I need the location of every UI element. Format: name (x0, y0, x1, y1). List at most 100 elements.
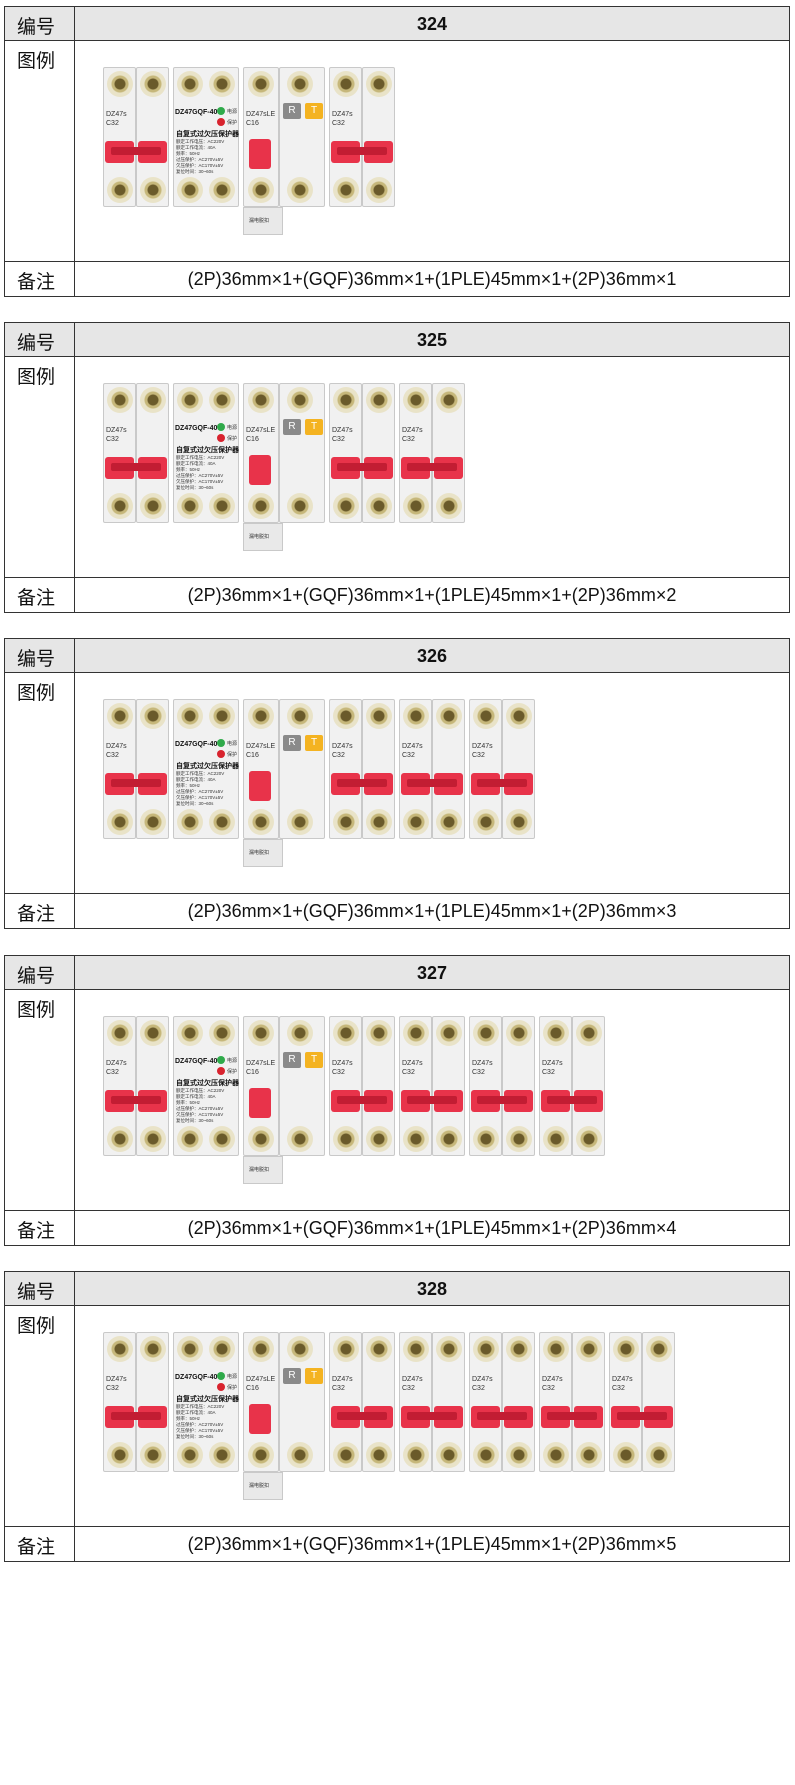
breaker-label: DZ47s (332, 1376, 353, 1383)
terminal-screw-icon (248, 71, 274, 97)
gqf-name: 自复式过欠压保护器 (176, 131, 239, 138)
terminal-screw-icon (107, 1126, 133, 1152)
power-label: 电源 (227, 1058, 238, 1064)
terminal-screw-icon (403, 1020, 429, 1046)
terminal-screw-icon (209, 387, 235, 413)
terminal-screw-icon (543, 1020, 569, 1046)
terminal-screw-icon (333, 1336, 359, 1362)
terminal-screw-icon (140, 387, 166, 413)
gqf-spec-line: 额定工作电压：AC220V (176, 1404, 225, 1409)
terminal-screw-icon (403, 387, 429, 413)
remark-label-cell: 备注 (5, 578, 75, 612)
ple-tail-label: 漏电脱扣 (249, 1167, 270, 1173)
protect-label: 保护 (227, 1069, 238, 1075)
ple-label: DZ47sLE (246, 1376, 276, 1383)
terminal-screw-icon (177, 71, 203, 97)
terminal-screw-icon (140, 177, 166, 203)
ple-tail-label: 漏电脱扣 (249, 534, 270, 540)
protect-label: 保护 (227, 436, 238, 442)
terminal-screw-icon (543, 1126, 569, 1152)
item-number: 324 (416, 14, 448, 34)
protect-led-icon (217, 434, 225, 442)
ple-label: DZ47sLE (246, 743, 276, 750)
breaker-rating: C32 (332, 120, 345, 127)
power-led-icon (217, 423, 225, 431)
remark-row: 备注(2P)36mm×1+(GQF)36mm×1+(1PLE)45mm×1+(2… (5, 1210, 789, 1245)
terminal-screw-icon (287, 809, 313, 835)
remark-label: 备注 (17, 272, 56, 293)
gqf-model: DZ47GQF-40 (175, 1058, 218, 1065)
terminal-screw-icon (209, 809, 235, 835)
terminal-screw-icon (436, 703, 462, 729)
gqf-spec-line: 复位时间：30~60s (176, 801, 214, 806)
terminal-screw-icon (287, 493, 313, 519)
ple-label: DZ47sLE (246, 1060, 276, 1067)
terminal-screw-icon (177, 1336, 203, 1362)
terminal-screw-icon (209, 1126, 235, 1152)
gqf-spec-line: 欠压保护：AC170V±5V (176, 163, 224, 168)
terminal-screw-icon (543, 1336, 569, 1362)
terminal-screw-icon (333, 809, 359, 835)
legend-label-cell: 图例 (5, 990, 75, 1211)
number-label: 编号 (17, 17, 56, 38)
terminal-screw-icon (287, 177, 313, 203)
breaker-rating: C32 (612, 1385, 625, 1392)
breaker-rating: C32 (332, 1385, 345, 1392)
handle-bar (617, 1412, 667, 1420)
handle-bar (337, 1096, 387, 1104)
terminal-screw-icon (177, 1020, 203, 1046)
gqf-spec-line: 欠压保护：AC170V±5V (176, 795, 224, 800)
breaker-rating: C32 (106, 1385, 119, 1392)
terminal-screw-icon (576, 1126, 602, 1152)
protect-led-icon (217, 1383, 225, 1391)
terminal-screw-icon (140, 1336, 166, 1362)
terminal-screw-icon (287, 71, 313, 97)
breaker-label: DZ47s (472, 1060, 493, 1067)
breaker-rating: C32 (542, 1069, 555, 1076)
gqf-spec-line: 频率：50Hz (176, 1100, 201, 1105)
terminal-screw-icon (248, 177, 274, 203)
ple-tail (243, 839, 283, 867)
ple-handle (249, 139, 271, 169)
terminal-screw-icon (403, 809, 429, 835)
terminal-screw-icon (333, 1442, 359, 1468)
test-button-icon: T (305, 735, 323, 751)
ple-rating: C16 (246, 1069, 259, 1076)
handle-bar (111, 779, 161, 787)
terminal-screw-icon (333, 1126, 359, 1152)
remark-label: 备注 (17, 1221, 56, 1242)
terminal-screw-icon (177, 1442, 203, 1468)
terminal-screw-icon (248, 1442, 274, 1468)
terminal-screw-icon (248, 703, 274, 729)
terminal-screw-icon (473, 1020, 499, 1046)
terminal-screw-icon (403, 1442, 429, 1468)
ple-tail-label: 漏电脱扣 (249, 218, 270, 224)
breaker-rating: C32 (472, 1385, 485, 1392)
terminal-screw-icon (107, 493, 133, 519)
item-number: 328 (416, 1279, 448, 1299)
power-led-icon (217, 1372, 225, 1380)
number-label: 编号 (17, 649, 56, 670)
item-number: 327 (416, 963, 448, 983)
terminal-screw-icon (140, 703, 166, 729)
terminal-screw-icon (403, 703, 429, 729)
legend-label-cell: 图例 (5, 357, 75, 578)
gqf-spec-line: 频率：50Hz (176, 467, 201, 472)
gqf-spec-line: 过压保护：AC270V±5V (176, 1422, 224, 1427)
terminal-screw-icon (209, 71, 235, 97)
terminal-screw-icon (177, 703, 203, 729)
handle-bar (407, 779, 457, 787)
ple-tail (243, 1156, 283, 1184)
terminal-screw-icon (506, 703, 532, 729)
